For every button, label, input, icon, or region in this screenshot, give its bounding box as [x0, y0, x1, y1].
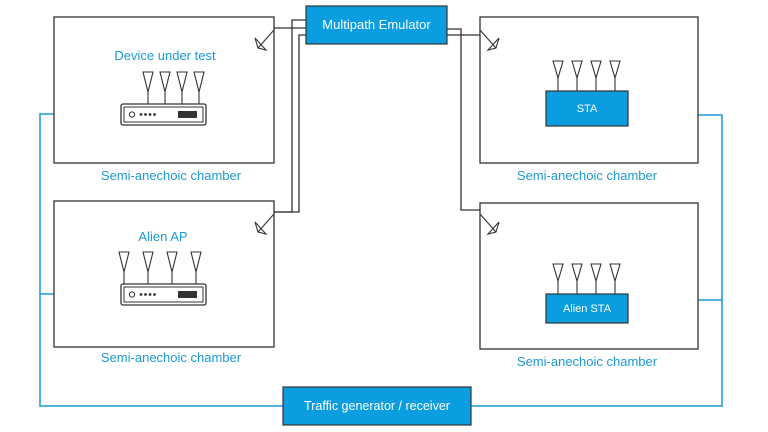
sta-chamber-caption: Semi-anechoic chamber — [517, 168, 658, 183]
alien-sta-box — [545, 293, 629, 324]
alien-ap-router-icon — [120, 283, 207, 306]
sta-box — [545, 90, 629, 127]
sta-antennas-icon — [552, 60, 621, 91]
dut-title: Device under test — [114, 48, 216, 63]
chamber-alien-ap — [53, 200, 275, 348]
emulator-link-alien-sta — [447, 28, 480, 211]
alien-ap-chamber-caption: Semi-anechoic chamber — [101, 350, 242, 365]
emulator-link-dut — [274, 19, 306, 213]
traffic-generator-box — [282, 386, 472, 426]
chamber-alien-sta — [479, 202, 699, 350]
alien-sta-chamber-caption: Semi-anechoic chamber — [517, 354, 658, 369]
wall-antenna-sta-icon — [479, 29, 500, 51]
dut-router-icon — [120, 103, 207, 126]
dut-chamber-caption: Semi-anechoic chamber — [101, 168, 242, 183]
traffic-link-right — [471, 114, 723, 407]
sta-label: STA — [577, 103, 598, 115]
multipath-emulator-label: Multipath Emulator — [322, 17, 431, 32]
emulator-link-secondary — [274, 34, 306, 213]
traffic-generator-label: Traffic generator / receiver — [304, 399, 450, 413]
dut-antennas-icon — [142, 71, 205, 104]
alien-sta-label: Alien STA — [563, 303, 612, 315]
chamber-sta — [479, 16, 699, 164]
wall-antenna-dut-icon — [254, 29, 275, 51]
alien-ap-title: Alien AP — [138, 229, 187, 244]
alien-sta-antennas-icon — [552, 263, 621, 294]
wall-antenna-alien-sta-icon — [479, 213, 500, 235]
alien-ap-antennas-icon — [118, 251, 202, 284]
wall-antenna-alien-ap-icon — [254, 213, 275, 235]
multipath-emulator-box — [305, 5, 448, 45]
